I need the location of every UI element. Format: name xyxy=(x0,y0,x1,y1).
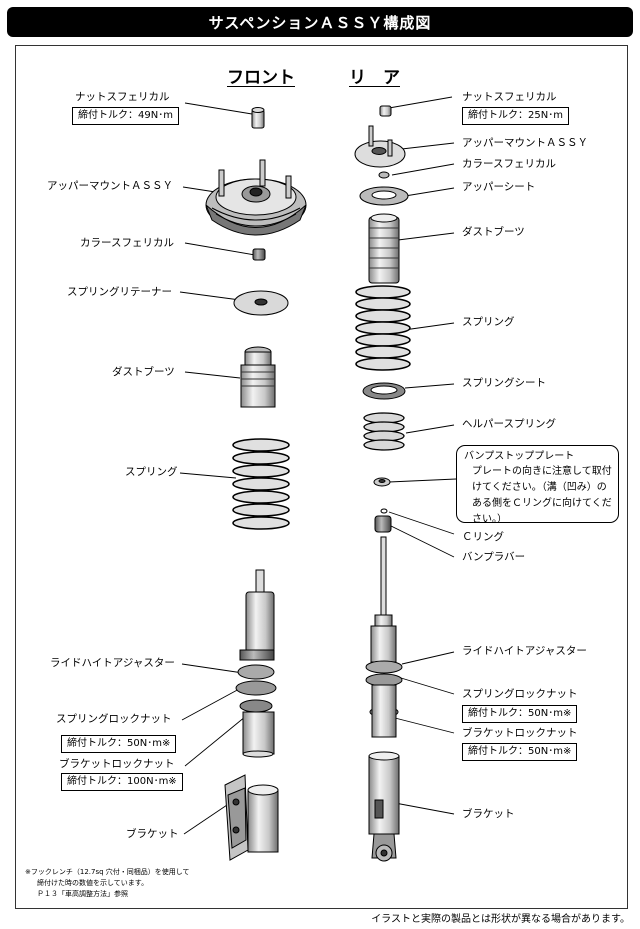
front-heading: フロント xyxy=(227,68,295,88)
front-ride-height-label: ライドハイトアジャスター xyxy=(50,657,175,669)
leader-lines xyxy=(179,96,457,835)
rear-collar-label: カラースフェリカル xyxy=(462,158,556,170)
front-spring-label: スプリング xyxy=(125,466,178,478)
footnote-line-3: Ｐ１３「車高調整方法」参照 xyxy=(37,890,128,898)
front-damper xyxy=(235,569,277,758)
front-spring-lock-torque: 締付トルク：50N･m※ xyxy=(61,735,177,753)
footnote-line-1: ※フックレンチ（12.7sq 穴付・同梱品）を使用して xyxy=(25,868,190,876)
bump-stop-plate-title: バンプストッププレート xyxy=(464,451,575,462)
front-spring-lock-nut-label: スプリングロックナット xyxy=(56,713,172,725)
footnote-line-2: 締付けた時の数値を示しています。 xyxy=(37,879,149,887)
rear-upper-sheet-label: アッパーシート xyxy=(462,181,536,193)
rear-upper-sheet xyxy=(359,186,409,206)
bump-stop-plate-callout: バンプストッププレート プレートの向きに注意して取付けてください。（溝（凹み）の… xyxy=(456,445,619,525)
front-collar-spherical xyxy=(252,248,266,261)
front-nut-spherical xyxy=(251,107,265,129)
front-upper-mount-label: アッパーマウントＡＳＳＹ xyxy=(47,180,173,192)
front-retainer-label: スプリングリテーナー xyxy=(67,286,172,298)
rear-bump-rubber-label: バンプラバー xyxy=(462,551,526,563)
rear-nut-spherical xyxy=(379,105,392,117)
rear-damper xyxy=(365,536,403,738)
rear-spring-label: スプリング xyxy=(462,316,515,328)
rear-spring-lock-torque: 締付トルク：50N･m※ xyxy=(462,705,578,723)
front-nut-label: ナットスフェリカル xyxy=(75,91,170,103)
rear-helper-spring-label: ヘルパースプリング xyxy=(462,418,556,430)
front-spring-retainer xyxy=(233,290,289,316)
front-bracket-lock-torque: 締付トルク：100N･m※ xyxy=(61,773,183,791)
rear-upper-mount-label: アッパーマウントＡＳＳＹ xyxy=(462,137,588,149)
rear-collar-spherical xyxy=(378,171,390,179)
rear-heading: リ ア xyxy=(349,68,400,88)
rear-helper-spring xyxy=(363,412,405,451)
front-bracket-label: ブラケット xyxy=(126,828,179,840)
rear-ride-height-label: ライドハイトアジャスター xyxy=(462,645,587,657)
rear-nut-label: ナットスフェリカル xyxy=(462,91,557,103)
front-dust-boot-label: ダストブーツ xyxy=(112,366,175,378)
bump-stop-plate-note: プレートの向きに注意して取付けてください。（溝（凹み）のある側をＣリングに向けて… xyxy=(472,466,612,525)
rear-spring-sheet xyxy=(362,382,406,400)
page-title: サスペンションＡＳＳＹ構成図 xyxy=(7,7,633,37)
rear-spring xyxy=(355,285,411,371)
disclaimer: イラストと実際の製品とは形状が異なる場合があります。 xyxy=(371,914,630,925)
rear-c-ring-label: Ｃリング xyxy=(462,531,504,543)
rear-bracket xyxy=(368,751,400,862)
rear-upper-mount xyxy=(354,125,406,168)
rear-bracket-lock-nut-label: ブラケットロックナット xyxy=(462,727,578,739)
rear-bump-rubber xyxy=(374,515,392,533)
front-upper-mount xyxy=(205,159,307,236)
rear-bracket-lock-torque: 締付トルク：50N･m※ xyxy=(462,743,578,761)
front-bracket xyxy=(224,774,279,861)
front-bracket-lock-nut-label: ブラケットロックナット xyxy=(59,758,175,770)
rear-bump-stop-plate xyxy=(373,477,391,487)
front-dust-boot xyxy=(240,346,276,408)
rear-nut-torque: 締付トルク：25N･m xyxy=(462,107,569,125)
rear-c-ring xyxy=(380,508,388,514)
front-spring xyxy=(232,438,290,530)
front-collar-label: カラースフェリカル xyxy=(80,237,174,249)
diagram-frame xyxy=(15,45,628,909)
rear-dust-boot xyxy=(368,213,400,284)
rear-spring-sheet-label: スプリングシート xyxy=(462,377,546,389)
rear-bracket-label: ブラケット xyxy=(462,808,515,820)
rear-spring-lock-nut-label: スプリングロックナット xyxy=(462,688,578,700)
front-nut-torque: 締付トルク：49N･m xyxy=(72,107,179,125)
rear-dust-boot-label: ダストブーツ xyxy=(462,226,525,238)
